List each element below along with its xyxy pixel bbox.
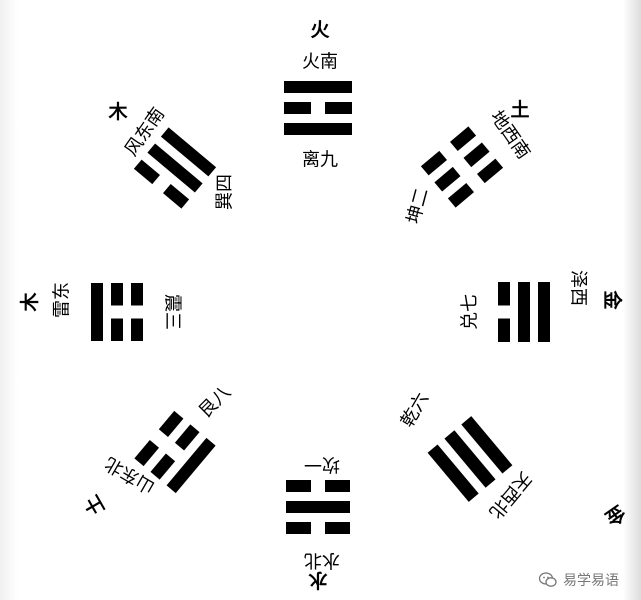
- trigram-li-element-label: 火: [310, 19, 330, 41]
- trigram-gen-direction-label: 山东北: [101, 452, 158, 497]
- trigram-dui-line-outer-broken-right: [498, 282, 510, 306]
- trigram-kan-name-label: 坎一: [304, 454, 340, 475]
- trigram-kan-element-label: 水: [308, 569, 328, 591]
- page-edge-left: [0, 0, 18, 600]
- trigram-xun-line-inner-broken-left: [133, 159, 160, 185]
- trigram-kan: [286, 480, 350, 534]
- trigram-zhen-line-inner-solid: [91, 283, 103, 341]
- trigram-kun-line-middle-broken-right: [463, 142, 490, 168]
- trigram-kun-line-outer-broken-left: [420, 150, 447, 176]
- trigram-gen-line-middle-broken-left: [174, 424, 200, 451]
- trigram-dui-name-label: 兑七: [460, 294, 481, 330]
- trigram-zhen-name-label: 震三: [162, 294, 183, 330]
- trigram-li-name-label: 离九: [302, 150, 338, 171]
- trigram-gen-element-label: 土: [81, 491, 110, 518]
- trigram-kan-line-inner-broken-right: [286, 480, 311, 492]
- trigram-qian-line-inner-solid: [461, 416, 513, 474]
- trigram-qian-name-label: 乾六: [397, 389, 433, 431]
- trigram-gen-line-outer-solid: [166, 437, 216, 494]
- trigram-li-line-middle-broken-left: [284, 102, 311, 114]
- trigram-zhen-direction-label: 雷东: [52, 282, 73, 318]
- trigram-qian: [427, 416, 513, 502]
- trigram-kan-line-middle-solid: [286, 501, 350, 513]
- trigram-gen: [134, 410, 216, 494]
- trigram-zhen-line-middle-broken-right: [111, 318, 123, 341]
- trigram-qian-line-outer-solid: [427, 444, 479, 502]
- trigram-li-direction-label: 火南: [302, 52, 338, 73]
- trigram-zhen: [91, 283, 143, 341]
- trigram-kan-line-outer-broken-right: [286, 522, 311, 534]
- trigram-kun-name-label: 坤二: [403, 186, 433, 226]
- trigram-dui-line-inner-solid: [538, 282, 550, 342]
- trigram-gen-line-inner-broken-left: [158, 410, 184, 437]
- trigram-xun-line-outer-solid: [160, 127, 217, 177]
- trigram-qian-element-label: 金: [600, 500, 630, 531]
- trigram-xun-element-label: 木: [107, 100, 128, 123]
- wechat-icon: [539, 572, 557, 587]
- watermark: 易学易语: [539, 570, 619, 590]
- trigram-kun-line-inner-broken-right: [477, 158, 504, 184]
- trigram-li-line-middle-broken-right: [325, 102, 352, 114]
- trigram-li-line-outer-solid: [284, 81, 352, 93]
- trigram-gen-line-middle-broken-right: [150, 453, 176, 480]
- trigram-li: [284, 81, 352, 135]
- trigram-gen-name-label: 艮八: [195, 382, 235, 422]
- trigram-xun: [133, 127, 217, 209]
- trigram-dui: [498, 282, 550, 342]
- watermark-text: 易学易语: [563, 573, 619, 589]
- trigram-li-line-inner-solid: [284, 123, 352, 135]
- trigram-kun-line-middle-broken-left: [434, 166, 461, 192]
- trigram-zhen-line-middle-broken-left: [111, 283, 123, 306]
- trigram-dui-line-middle-solid: [518, 282, 530, 342]
- trigram-xun-line-middle-solid: [147, 143, 203, 193]
- trigram-kun-line-inner-broken-left: [447, 182, 474, 208]
- trigram-kun-element-label: 土: [510, 99, 529, 121]
- trigram-zhen-element-label: 木: [18, 292, 41, 313]
- trigram-dui-line-outer-broken-left: [498, 318, 510, 342]
- trigram-dui-direction-label: 泽西: [568, 270, 589, 306]
- trigram-kan-line-inner-broken-left: [325, 480, 350, 492]
- trigram-dui-element-label: 金: [601, 289, 624, 310]
- trigram-kan-direction-label: 水北: [304, 550, 340, 571]
- trigram-zhen-line-outer-broken-left: [131, 283, 143, 306]
- trigram-gen-line-inner-broken-right: [134, 440, 160, 467]
- trigram-zhen-line-outer-broken-right: [131, 318, 143, 341]
- trigram-kun-line-outer-broken-right: [450, 126, 477, 152]
- trigram-qian-line-middle-solid: [444, 430, 496, 488]
- trigram-kun: [420, 126, 504, 208]
- trigram-kan-line-outer-broken-left: [325, 522, 350, 534]
- trigram-xun-name-label: 巽四: [215, 174, 236, 210]
- page-edge-right: [623, 0, 641, 600]
- trigram-xun-line-inner-broken-right: [163, 183, 190, 209]
